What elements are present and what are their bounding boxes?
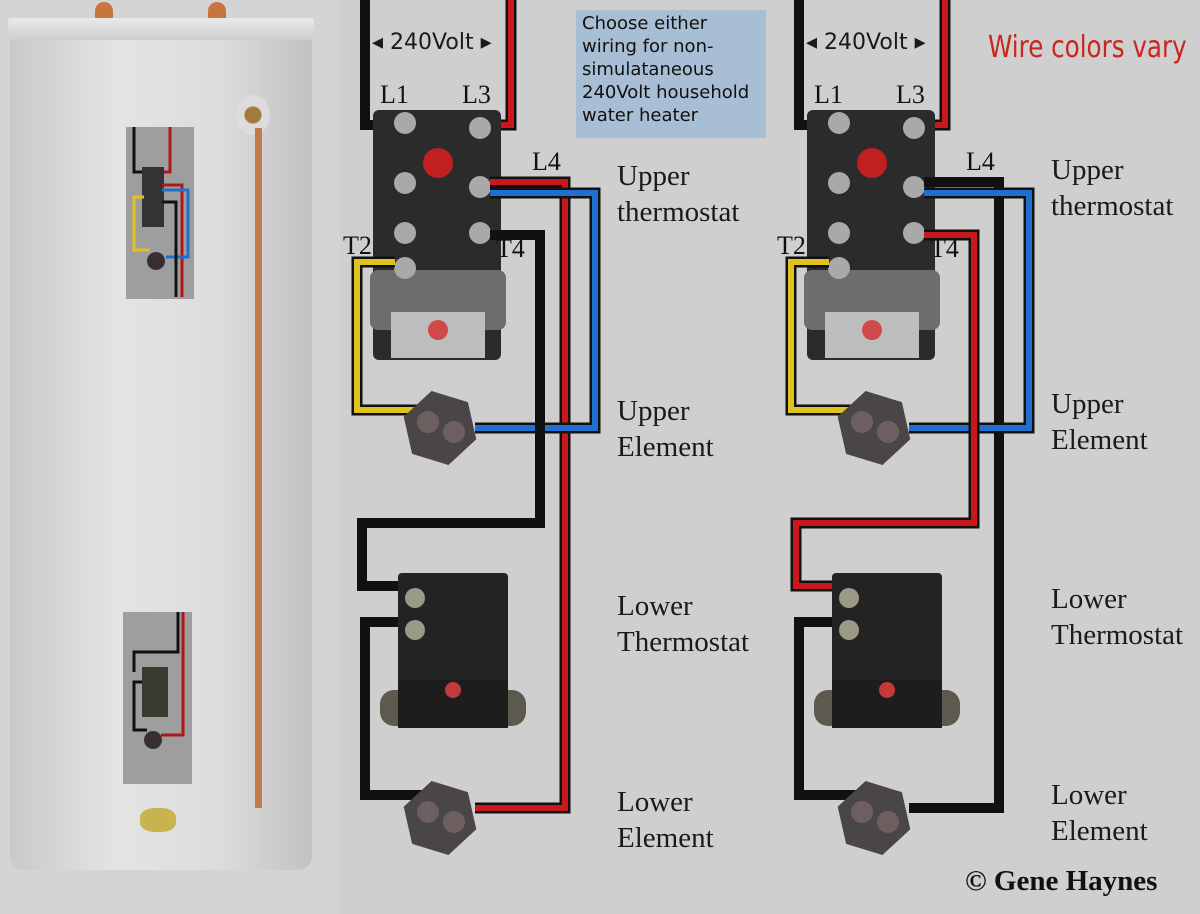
lower-thermostat-label-2: Lower Thermostat — [1051, 583, 1184, 651]
cold-pipe-icon — [208, 2, 226, 20]
diagram-2-lower-element — [837, 780, 911, 856]
diagram-2-lower-thermostat-screw-icon — [839, 620, 859, 640]
terminal-l1-label-2: L1 — [814, 80, 843, 109]
diagram-2-upper-thermostat-temp-dial-icon — [862, 320, 882, 340]
diagram-2-t4-wire — [793, 232, 977, 589]
lower-element-label-2: Lower Element — [1051, 779, 1148, 847]
diagram-1-upper-thermostat-screw-icon — [394, 112, 416, 134]
copper-tube — [255, 128, 262, 808]
diagram-2-lower-element-screw-icon — [877, 811, 899, 833]
terminal-t4-label-2: T4 — [930, 234, 959, 263]
diagram-2-upper-thermostat-screw-icon — [828, 257, 850, 279]
tank-cap — [8, 18, 314, 40]
upper-thermostat-label-1: Upper thermostat — [617, 160, 740, 228]
diagram-2-upper-thermostat-screw-icon — [903, 176, 925, 198]
arrow-right-icon: ▸ — [473, 30, 492, 55]
arrow-left-icon: ◂ — [372, 30, 391, 55]
diagram-1-l4-wire — [475, 179, 568, 811]
copyright-notice: © Gene Haynes — [965, 865, 1158, 897]
voltage-label-1: ◂ 240Volt ▸ — [372, 30, 492, 55]
lower-access-panel-thumbnail — [123, 612, 192, 784]
diagram-1-t2-wire — [354, 259, 425, 413]
terminal-t2-label-2: T2 — [777, 231, 806, 260]
diagram-1-upper-thermostat-screw-icon — [394, 172, 416, 194]
diagram-2-l3-wire-outline — [924, 0, 951, 131]
note-line: simulataneous — [582, 59, 714, 80]
diagram-1-lower-element-screw-icon — [443, 811, 465, 833]
diagram-2-upper-thermostat-screw-icon — [903, 117, 925, 139]
diagram-1-upper-thermostat-temp-dial-icon — [428, 320, 448, 340]
note-line: Choose either — [582, 13, 708, 34]
diagram-2-upper-thermostat-screw-icon — [828, 112, 850, 134]
diagram-1-upper-thermostat-screw-icon — [469, 176, 491, 198]
diagram-2-l1-wire — [794, 0, 814, 130]
diagram-1-t4-wire — [357, 230, 545, 591]
diagram-2-upper-element-screw-icon — [877, 421, 899, 443]
lower-thermostat-label-1: Lower Thermostat — [617, 590, 750, 658]
diagram-2-upper-element-screw-icon — [851, 411, 873, 433]
diagram-1-upper-thermostat-screw-icon — [469, 222, 491, 244]
terminal-l3-label-2: L3 — [896, 80, 925, 109]
diagram-1-lower-thermostat-screw-icon — [405, 588, 425, 608]
diagram-1-upper-thermostat-screw-icon — [394, 222, 416, 244]
terminal-l1-label-1: L1 — [380, 80, 409, 109]
diagram-1-lower-thermostat-temp-dial-icon — [445, 682, 461, 698]
diagram-1-upper-thermostat-screw-icon — [469, 117, 491, 139]
note-line: water heater — [582, 105, 699, 126]
diagram-1-l1-wire — [360, 0, 380, 130]
terminal-t2-label-1: T2 — [343, 231, 372, 260]
terminal-l3-label-1: L3 — [462, 80, 491, 109]
diagram-2-lower-thermo-wire — [794, 617, 859, 800]
diagram-1-upper-thermostat-reset-button-icon — [423, 148, 453, 178]
upper-thermostat-label-2: Upper thermostat — [1051, 154, 1174, 222]
diagram-2-lower-thermostat-screw-icon — [839, 588, 859, 608]
diagram-1-lower-thermo-wire — [360, 617, 425, 800]
hot-pipe-icon — [95, 2, 113, 20]
diagram-2-lower-thermostat-temp-dial-icon — [879, 682, 895, 698]
terminal-l4-label-2: L4 — [966, 147, 995, 176]
note-line: wiring for non- — [582, 36, 714, 57]
terminal-t4-label-1: T4 — [496, 234, 525, 263]
lower-element-label-1: Lower Element — [617, 786, 714, 854]
drain-valve-icon — [140, 808, 176, 832]
voltage-text: 240Volt — [824, 30, 908, 55]
diagram-1-lower-element — [403, 780, 477, 856]
water-heater-photo — [0, 0, 340, 914]
arrow-right-icon: ▸ — [907, 30, 926, 55]
wire-colors-warning: Wire colors vary — [988, 30, 1187, 65]
voltage-text: 240Volt — [390, 30, 474, 55]
relief-valve-icon — [236, 95, 270, 135]
diagram-2-upper-thermostat-screw-icon — [828, 222, 850, 244]
voltage-label-2: ◂ 240Volt ▸ — [806, 30, 926, 55]
diagram-2-l4-wire — [909, 177, 1004, 813]
upper-element-label-1: Upper Element — [617, 395, 714, 463]
upper-access-panel-thumbnail — [126, 127, 194, 299]
diagram-2-upper-thermostat-screw-icon — [903, 222, 925, 244]
diagram-1-l3-wire-outline — [490, 0, 517, 131]
diagram-1-upper-element-screw-icon — [417, 411, 439, 433]
note-line: 240Volt household — [582, 82, 750, 103]
diagram-1-upper-element-screw-icon — [443, 421, 465, 443]
diagram-2-t2-wire — [788, 259, 859, 413]
terminal-l4-label-1: L4 — [532, 147, 561, 176]
diagram-2-lower-element-screw-icon — [851, 801, 873, 823]
wiring-note-box: Choose either wiring for non- simulatane… — [576, 10, 766, 138]
diagram-1-upper-thermostat-screw-icon — [394, 257, 416, 279]
diagram-1-lower-element-screw-icon — [417, 801, 439, 823]
diagram-1-upper-element — [403, 390, 477, 466]
diagram-2-upper-element — [837, 390, 911, 466]
diagram-1-lower-thermostat-screw-icon — [405, 620, 425, 640]
diagram-2-upper-thermostat-reset-button-icon — [857, 148, 887, 178]
upper-element-label-2: Upper Element — [1051, 388, 1148, 456]
arrow-left-icon: ◂ — [806, 30, 825, 55]
diagram-2-upper-thermostat-screw-icon — [828, 172, 850, 194]
